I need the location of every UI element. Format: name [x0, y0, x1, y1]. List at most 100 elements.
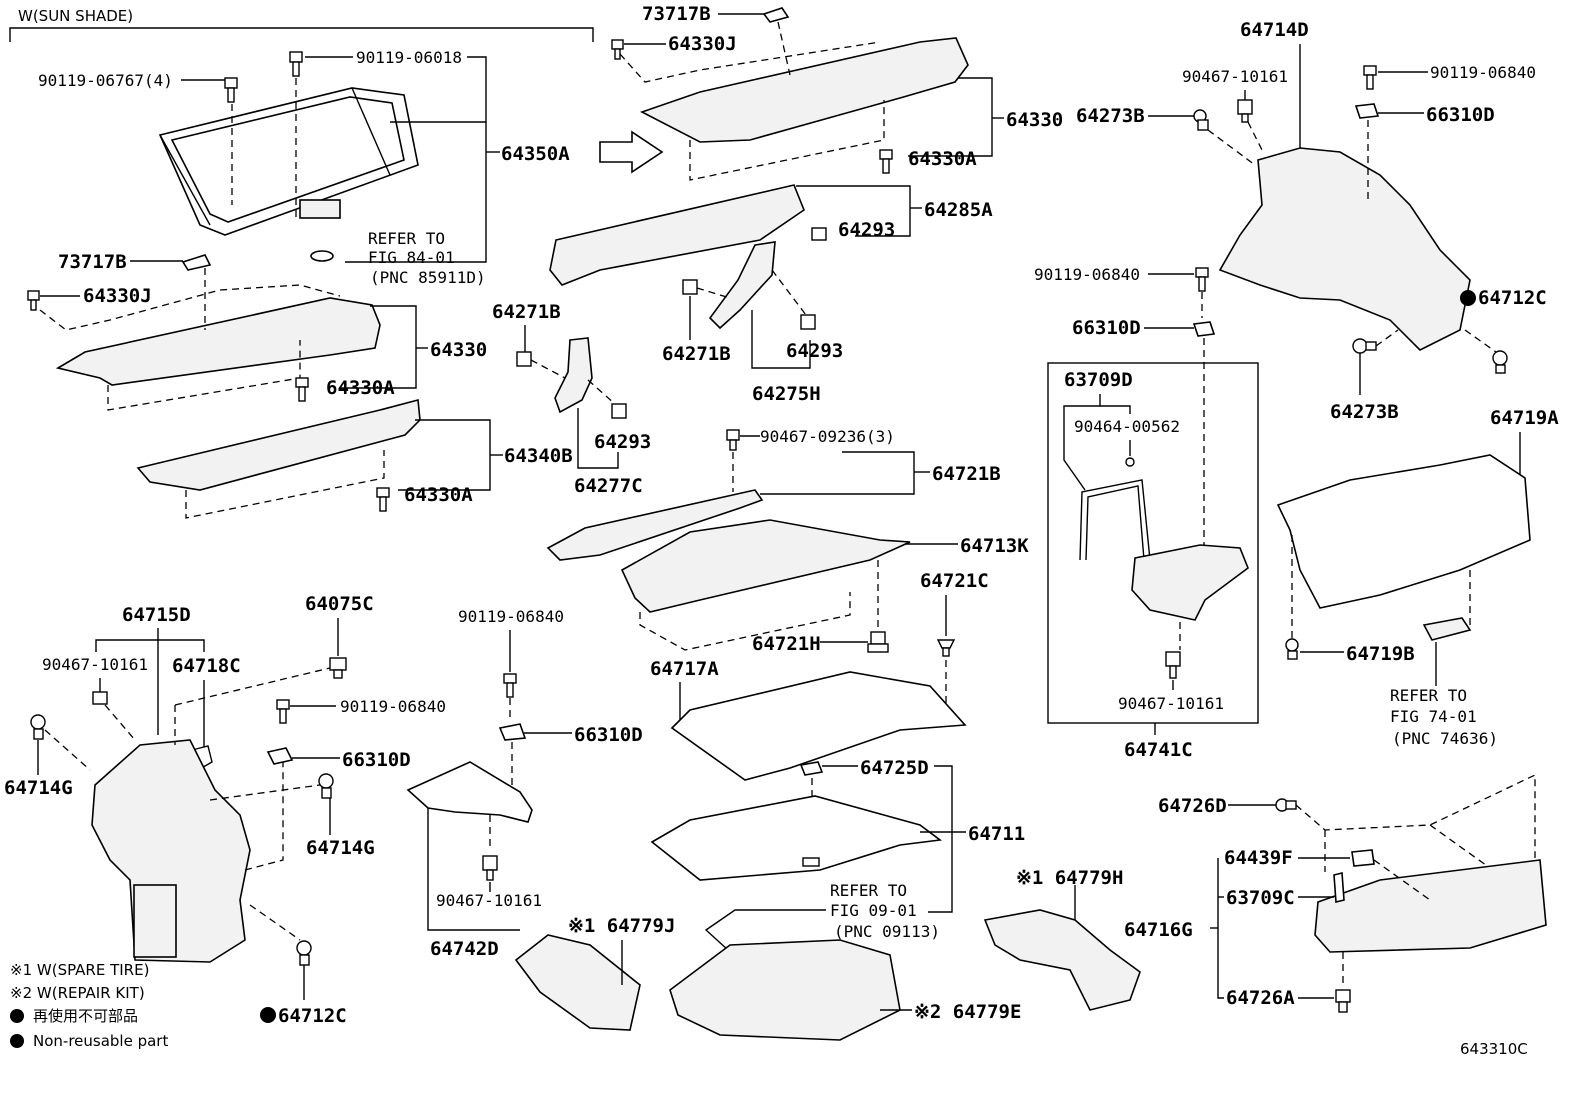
- label-nut-66310d-r2: 66310D: [1072, 317, 1141, 339]
- figure-code: 643310C: [1460, 1040, 1528, 1058]
- mat-64717a-drawing: [670, 671, 967, 781]
- plate-64716g-group: 64726D 64439F 63709C 64716G 64726A: [1124, 773, 1547, 1013]
- box-64742d-group: 90119-06840 66310D 90467-10161 64742D: [406, 607, 643, 960]
- board-64711-drawing: [650, 795, 943, 881]
- label-clip-64726a: 64726A: [1226, 987, 1295, 1009]
- label-clip-90467-m: 90467-10161: [436, 891, 542, 910]
- label-cap-left: 73717B: [58, 251, 127, 273]
- bottom-trays-group: ※1 64779J ※2 64779E ※1 64779H: [514, 867, 1141, 1041]
- label-clip-64330a-1: 64330A: [326, 377, 395, 399]
- right-trim-group: 64714D 90467-10161 64273B 90119-06840 66…: [1034, 19, 1547, 575]
- label-clip-left: 64330J: [83, 285, 152, 307]
- label-clip-64725d: 64725D: [860, 757, 929, 779]
- tray-64779h-drawing: [983, 909, 1141, 1011]
- bracket-64277c-group: 64271B 64293 64277C: [492, 301, 651, 497]
- label-clip-top: 64330J: [668, 33, 737, 55]
- tray-left-drawing: [55, 297, 381, 386]
- label-clip-64293-a: 64293: [838, 219, 895, 241]
- sunshade-bolt-right: [289, 51, 303, 77]
- label-clip-90464: 90464-00562: [1074, 417, 1180, 436]
- label-refer-84: REFER TO: [368, 229, 445, 248]
- panel-64285a-drawing: [549, 184, 805, 286]
- label-pnc-85911: (PNC 85911D): [370, 268, 486, 287]
- label-box-63709d: 63709D: [1064, 369, 1133, 391]
- label-panel-64285a: 64285A: [924, 199, 993, 221]
- label-clip-qty3: 90467-09236(3): [760, 427, 895, 446]
- legend-note-1: ※1 W(SPARE TIRE): [10, 961, 149, 979]
- tray-top-drawing: [639, 37, 969, 143]
- label-clip-64330a-top: 64330A: [908, 148, 977, 170]
- clip-64271b-a-drawing: [516, 351, 532, 367]
- clip-64712c-l-drawing: [296, 940, 312, 966]
- label-clip-64721h: 64721H: [752, 633, 821, 655]
- label-clip-64330a-2: 64330A: [404, 484, 473, 506]
- non-reusable-marker-left: [260, 1007, 276, 1023]
- label-clip-64273b-b: 64273B: [1330, 401, 1399, 423]
- nut-66310d-r-drawing: [1354, 103, 1380, 119]
- clip-64726a-drawing: [1335, 989, 1351, 1013]
- bolt-90119-m-drawing: [503, 673, 517, 698]
- label-nut-66310d-m: 66310D: [574, 724, 643, 746]
- label-bracket-64275h: 64275H: [752, 383, 821, 405]
- clip-63709c-drawing: [1333, 871, 1345, 904]
- left-package-tray-group: 73717B 64330J 64330 64330A: [27, 251, 487, 411]
- label-refer-09: REFER TO: [830, 881, 907, 900]
- nut-66310d-l-drawing: [266, 747, 294, 765]
- direction-arrow-icon: [599, 130, 664, 174]
- label-tray-left: 64330: [430, 339, 487, 361]
- label-tray-64779h: ※1 64779H: [1016, 867, 1123, 889]
- label-fig-84: FIG 84-01: [368, 248, 455, 267]
- label-nut-66310d-r: 66310D: [1426, 104, 1495, 126]
- label-bolt-90119-r2: 90119-06840: [1034, 265, 1140, 284]
- box-64741c-group: 63709D 90464-00562 90467-10161 64741C: [1047, 362, 1259, 761]
- clip-64273b-a-drawing: [1193, 109, 1209, 131]
- clip-64439f-drawing: [1351, 849, 1375, 867]
- label-bolt-90119-l: 90119-06840: [340, 697, 446, 716]
- label-trim-64715d: 64715D: [122, 604, 191, 626]
- clip-64725d-drawing: [799, 761, 824, 776]
- legend-marker-en: [10, 1034, 24, 1048]
- non-reusable-marker-right: [1460, 290, 1476, 306]
- clip-64330a-2-drawing: [376, 487, 390, 512]
- plate-64721b-drawing: [546, 489, 764, 561]
- label-nut-66310d-l: 66310D: [342, 749, 411, 771]
- legend-non-reusable-en: Non-reusable part: [33, 1032, 168, 1050]
- label-clip-64271b-b: 64271B: [662, 343, 731, 365]
- clip-90467-m-drawing: [482, 855, 498, 881]
- label-refer-74: REFER TO: [1390, 686, 1467, 705]
- tray-64779j-drawing: [514, 934, 641, 1031]
- label-clip-64293-c: 64293: [594, 431, 651, 453]
- clip-90467-box-drawing: [1165, 651, 1181, 679]
- label-clip-64273b-a: 64273B: [1076, 105, 1145, 127]
- clip-64726d-drawing: [1275, 798, 1297, 812]
- cap-top-drawing: [762, 7, 790, 23]
- label-clip-64714g-b: 64714G: [306, 837, 375, 859]
- label-sunshade-bolt-qty: 90119-06767(4): [38, 71, 173, 90]
- label-box-64742d: 64742D: [430, 938, 499, 960]
- bolt-90119-l-drawing: [276, 699, 290, 724]
- box-64742d-drawing: [406, 761, 533, 823]
- sunshade-bolt-left: [224, 77, 238, 103]
- label-plate-64721b: 64721B: [932, 463, 1001, 485]
- clip-64075c-drawing: [329, 657, 347, 679]
- clip-64714g-b-drawing: [318, 773, 334, 799]
- legend-marker-jp: [10, 1009, 24, 1023]
- bolt-90119-r-drawing: [1363, 65, 1377, 90]
- label-board-64711: 64711: [968, 823, 1025, 845]
- handle-drawing: [1422, 617, 1472, 641]
- sunshade-assembly-drawing: [158, 87, 419, 262]
- panel-64340b-drawing: [136, 398, 421, 491]
- legend-note-2: ※2 W(REPAIR KIT): [10, 984, 145, 1002]
- mat-64717a-group: 64717A: [650, 658, 967, 781]
- label-mat-64717a: 64717A: [650, 658, 719, 680]
- label-clip-64712c-r: 64712C: [1478, 287, 1547, 309]
- cap-left-drawing: [181, 254, 212, 271]
- plate-64716g-drawing: [1314, 859, 1547, 953]
- label-clip-90467-r: 90467-10161: [1182, 67, 1288, 86]
- box-64741c-frame: [1047, 362, 1259, 724]
- label-box-64741c: 64741C: [1124, 739, 1193, 761]
- trim-64715d-drawing: [91, 739, 251, 963]
- clip-64293-a-drawing: [811, 227, 827, 241]
- clip-64712c-r-drawing: [1492, 350, 1508, 374]
